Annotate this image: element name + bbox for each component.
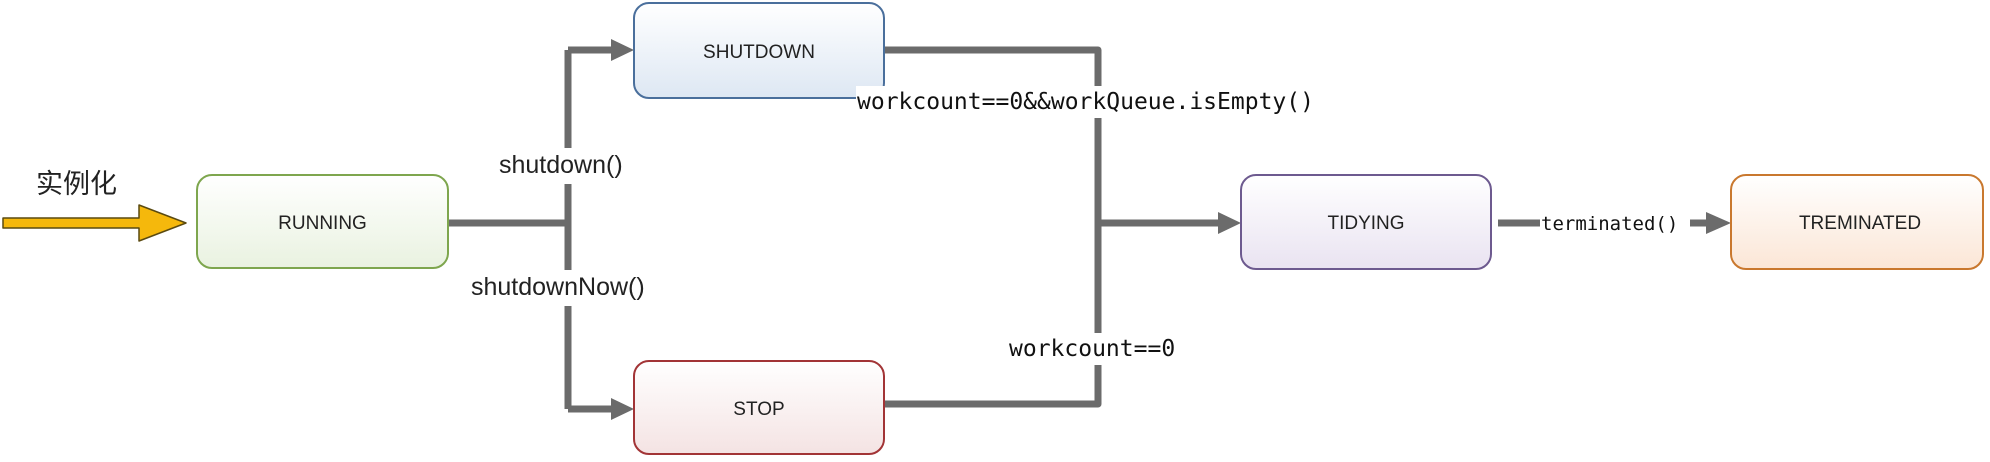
- node-tidying: TIDYING: [1240, 174, 1492, 270]
- node-terminated: TREMINATED: [1730, 174, 1984, 270]
- edge-label-shutdown-call: shutdown(): [499, 151, 623, 179]
- arrowhead-terminated: [1706, 212, 1731, 234]
- node-terminated-label: TREMINATED: [1799, 213, 1921, 234]
- entry-arrow: [2, 204, 187, 242]
- node-shutdown-label: SHUTDOWN: [703, 42, 815, 63]
- node-stop-label: STOP: [733, 399, 784, 420]
- node-shutdown: SHUTDOWN: [633, 2, 885, 99]
- edge-label-shutdown-now-call: shutdownNow(): [471, 273, 645, 301]
- stop-out-line: [884, 223, 1102, 408]
- node-running-label: RUNNING: [278, 213, 367, 234]
- node-running: RUNNING: [196, 174, 449, 269]
- connectors: [448, 46, 1710, 413]
- arrowhead-stop: [611, 398, 634, 420]
- entry-label: 实例化: [36, 169, 117, 200]
- arrowhead-shutdown: [611, 39, 634, 61]
- node-tidying-label: TIDYING: [1327, 213, 1404, 234]
- arrowhead-tidying: [1218, 212, 1241, 234]
- shutdown-out-line: [884, 46, 1102, 223]
- edge-label-stop-to-tidying: workcount==0: [1009, 336, 1175, 362]
- edge-label-tidying-to-terminated: terminated(): [1541, 213, 1678, 235]
- node-stop: STOP: [633, 360, 885, 455]
- edge-label-shutdown-to-tidying: workcount==0&&workQueue.isEmpty(): [857, 89, 1314, 115]
